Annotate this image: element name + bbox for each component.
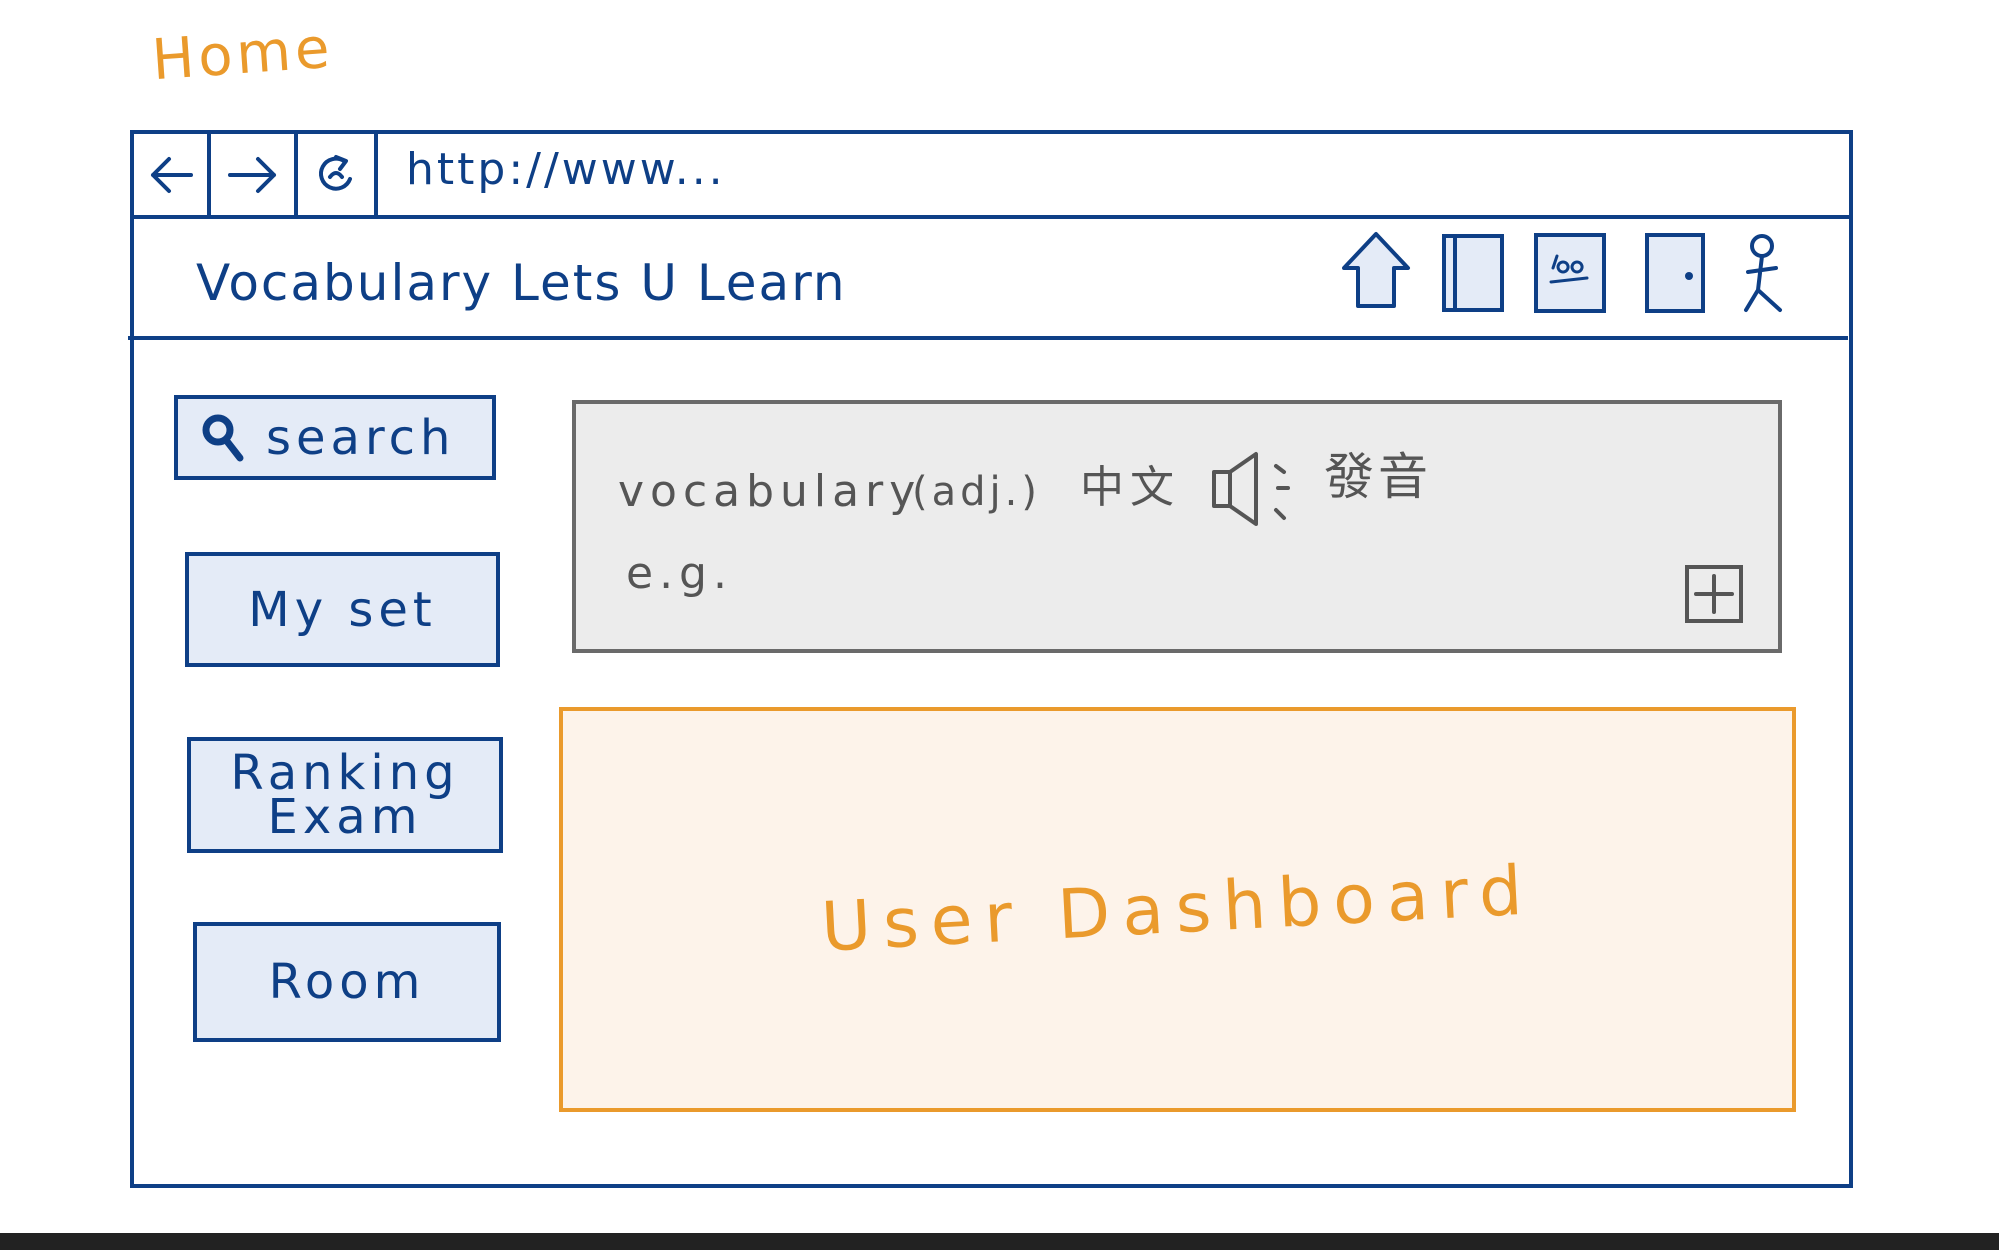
my-set-label: My set (248, 581, 437, 638)
nav-separator (374, 134, 378, 216)
example-label: e.g. (626, 548, 733, 599)
url-bar[interactable]: http://www... (406, 144, 726, 195)
refresh-button[interactable] (298, 134, 374, 216)
nav-separator (207, 134, 211, 216)
room-label: Room (268, 954, 426, 1010)
speaker-icon[interactable] (1208, 450, 1304, 528)
room-button[interactable]: Room (193, 922, 501, 1042)
my-set-button[interactable]: My set (185, 552, 500, 667)
word-text: vocabulary (618, 466, 922, 517)
word-card (572, 400, 1782, 653)
user-dashboard[interactable]: User Dashboard (559, 707, 1796, 1112)
page-label: Home (149, 15, 336, 94)
header-divider (128, 336, 1848, 340)
toolbar-divider (134, 215, 1849, 219)
home-icon[interactable] (1338, 228, 1414, 312)
search-label: search (266, 409, 456, 466)
forward-arrow-icon (227, 157, 276, 193)
pronounce-label[interactable]: 發音 (1324, 448, 1432, 506)
part-of-speech: (adj.) (912, 469, 1041, 515)
search-icon (202, 414, 244, 461)
user-icon[interactable] (1740, 232, 1788, 316)
ranking-exam-button[interactable]: Ranking Exam (187, 737, 503, 853)
dashboard-label: User Dashboard (819, 851, 1536, 968)
book-icon[interactable] (1441, 233, 1505, 313)
forward-button[interactable] (211, 134, 294, 216)
search-button[interactable]: search (174, 395, 496, 480)
back-button[interactable] (134, 134, 207, 216)
site-title[interactable]: Vocabulary Lets U Learn (196, 254, 847, 312)
add-icon[interactable] (1684, 564, 1744, 624)
ranking-label: Ranking (230, 745, 460, 801)
door-icon[interactable] (1644, 232, 1706, 314)
back-arrow-icon (150, 157, 193, 193)
score-card-icon[interactable] (1533, 232, 1607, 314)
refresh-icon (318, 155, 352, 191)
translation-label: 中文 (1080, 462, 1180, 513)
exam-label: Exam (267, 789, 423, 845)
browser-window (130, 130, 1853, 1188)
bottom-bar (0, 1233, 1999, 1250)
nav-separator (294, 134, 298, 216)
